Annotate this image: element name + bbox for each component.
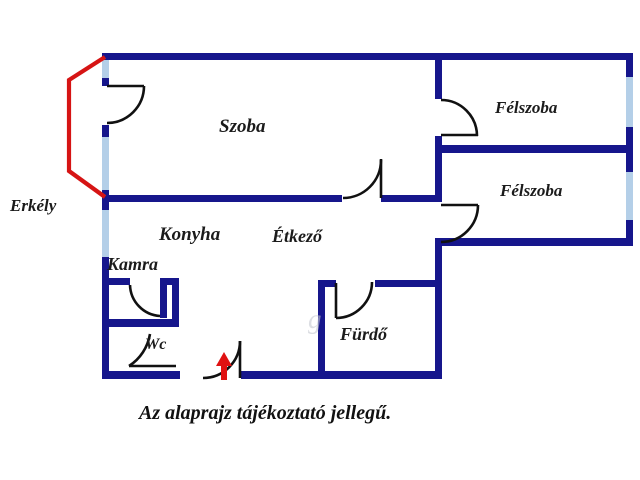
wall-furdo-top-right (375, 280, 442, 287)
wall-felszoba-bottom (435, 238, 633, 246)
wall-right-seg2 (626, 127, 633, 172)
label-szoba: Szoba (219, 116, 266, 137)
label-furdo: Fürdő (340, 324, 388, 344)
wall-kamra-bottom (102, 319, 179, 327)
wall-kamra-top-right (160, 278, 179, 285)
wall-kamra-right (172, 278, 179, 327)
label-etkezo: Étkező (272, 226, 323, 246)
label-felszoba-top: Félszoba (495, 98, 558, 117)
door-arc-felszoba-bottom (440, 204, 480, 244)
windows (102, 60, 633, 257)
entry-arrow-icon (216, 352, 232, 380)
watermark-fragment: g (308, 304, 322, 334)
window-szoba-lower (102, 137, 109, 190)
door-arc-kamra (128, 284, 161, 318)
wall-kamra-top-left (102, 278, 130, 285)
label-wc: Wc (145, 336, 167, 353)
wall-left-seg1 (102, 78, 109, 86)
label-konyha: Konyha (159, 224, 221, 245)
door-arc-szoba (342, 159, 383, 200)
label-kamra: Kamra (107, 254, 159, 274)
label-felszoba-bottom: Félszoba (500, 181, 563, 200)
wall-left-corner (102, 53, 109, 60)
wall-right-seg1 (626, 53, 633, 77)
wall-between-felszoba (435, 145, 633, 153)
wall-center-vertical-mid (435, 136, 442, 202)
wall-furdo-top-left (318, 280, 336, 287)
door-arc-entry (202, 340, 242, 380)
wall-center-vertical-top (435, 53, 442, 99)
wall-top (102, 53, 633, 60)
wall-bottom-right (241, 371, 442, 379)
window-felszoba-top (626, 77, 633, 127)
wall-kamra-door-leaf (160, 278, 167, 318)
balcony-outline (66, 55, 107, 199)
wall-szoba-bottom-right (381, 195, 442, 202)
window-konyha (102, 210, 109, 257)
walls (102, 53, 633, 379)
disclaimer-caption: Az alaprajz tájékoztató jellegű. (139, 402, 392, 424)
wall-left-seg4 (102, 257, 109, 379)
wall-left-seg2 (102, 125, 109, 137)
wall-furdo-left (318, 280, 325, 379)
window-felszoba-bottom (626, 172, 633, 220)
doors (106, 84, 480, 380)
door-arc-felszoba-top (440, 98, 479, 137)
door-arc-balcony (106, 85, 146, 125)
door-arc-wc (128, 333, 152, 368)
wall-left-seg3 (102, 190, 109, 210)
wall-bottom-left (102, 371, 180, 379)
door-arc-furdo (335, 281, 374, 320)
label-erkely: Erkély (10, 196, 57, 215)
window-szoba-upper (102, 60, 109, 78)
wall-szoba-bottom-left (102, 195, 342, 202)
wall-right-seg3 (626, 220, 633, 246)
wall-center-vertical-bottom (435, 240, 442, 379)
